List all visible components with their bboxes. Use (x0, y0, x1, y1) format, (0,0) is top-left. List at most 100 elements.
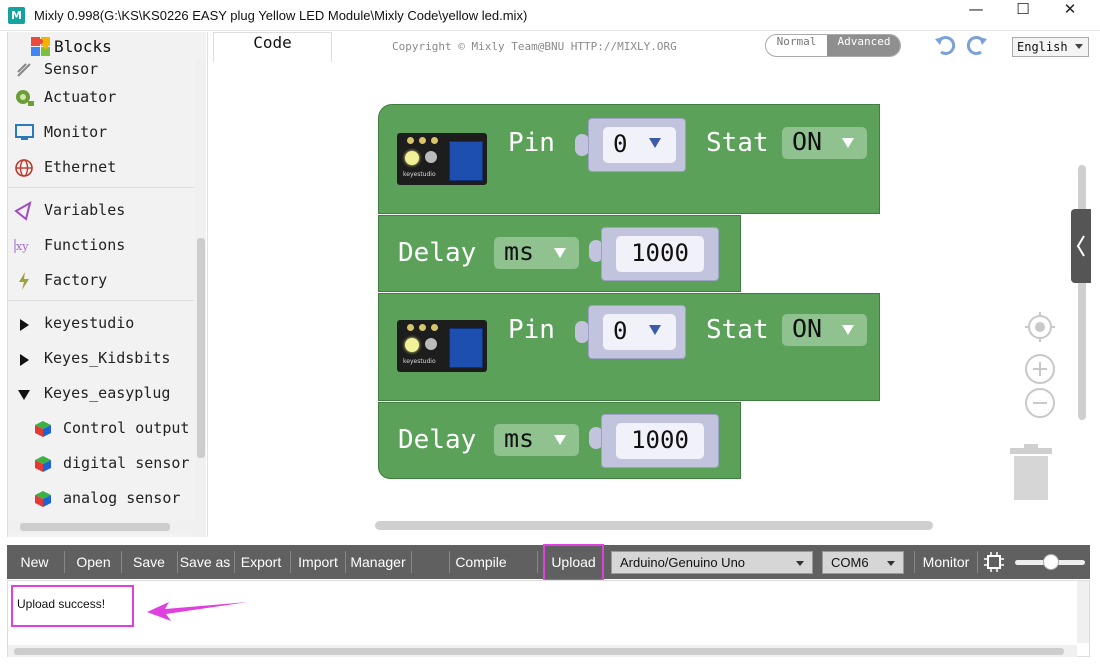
bottom-toolbar: New Open Save Save as Export Import Mana… (7, 545, 1090, 579)
language-value: English (1017, 40, 1068, 54)
sidebar-subitem-digital-sensor[interactable]: digital sensor (8, 446, 194, 480)
cube-icon (35, 421, 51, 437)
sidebar-item-label: analog sensor (63, 489, 181, 507)
close-button[interactable]: ✕ (1063, 0, 1077, 18)
mode-normal-option[interactable]: Normal (776, 35, 817, 48)
sidebar-group-keyes-easyplug[interactable]: Keyes_easyplug (8, 376, 194, 410)
actuator-icon (16, 90, 34, 106)
delay-value-field[interactable]: 1000 (616, 236, 704, 272)
sidebar-item-sensor[interactable]: Sensor (8, 52, 194, 86)
sidebar-group-keyestudio[interactable]: keyestudio (8, 306, 194, 340)
output-vertical-scrollbar[interactable] (1077, 581, 1089, 643)
mode-advanced-option[interactable]: Advanced (827, 35, 900, 56)
sidebar-subitem-control-output[interactable]: Control output (8, 411, 194, 445)
chevron-left-icon (1076, 235, 1085, 257)
pin-dropdown[interactable]: 0 (603, 314, 676, 350)
stat-value: ON (792, 314, 823, 343)
sidebar-item-ethernet[interactable]: Ethernet (8, 150, 194, 184)
mixly-app-icon: M (8, 7, 25, 24)
recenter-icon[interactable] (1023, 310, 1057, 344)
chevron-down-icon (649, 138, 661, 148)
zoom-in-icon[interactable] (1023, 352, 1057, 386)
workspace-vertical-scrollbar[interactable] (1078, 165, 1086, 420)
output-highlight-box (11, 585, 134, 627)
stat-dropdown[interactable]: ON (782, 127, 867, 159)
toolbar-separator (64, 551, 65, 573)
scrollbar-thumb[interactable] (20, 523, 170, 531)
delay-unit-dropdown[interactable]: ms (494, 237, 579, 269)
tab-code[interactable]: Code (213, 32, 332, 62)
delay-unit-value: ms (504, 424, 535, 453)
manager-button[interactable]: Manager (350, 554, 406, 570)
sidebar-item-label: Keyes_easyplug (44, 384, 171, 402)
compile-button[interactable]: Compile (455, 554, 507, 570)
import-button[interactable]: Import (298, 554, 338, 570)
workspace-horizontal-scrollbar[interactable] (375, 521, 933, 530)
delay-value-field[interactable]: 1000 (616, 423, 704, 459)
sidebar-group-keyes-kidsbits[interactable]: Keyes_Kidsbits (8, 341, 194, 375)
board-select[interactable]: Arduino/Genuino Uno (611, 551, 813, 574)
monitor-button[interactable]: Monitor (922, 554, 970, 570)
sidebar-item-factory[interactable]: Factory (8, 263, 194, 297)
new-button[interactable]: New (20, 554, 49, 570)
scrollbar-thumb[interactable] (197, 238, 205, 458)
chevron-down-icon (887, 561, 895, 566)
sidebar-divider (8, 300, 194, 301)
expand-arrow-icon[interactable] (20, 319, 29, 331)
sidebar-horizontal-scrollbar[interactable] (8, 521, 195, 533)
toolbar-separator (121, 551, 122, 573)
expand-arrow-icon[interactable] (20, 354, 29, 366)
font-size-slider-handle[interactable] (1043, 554, 1059, 570)
sidebar-item-functions[interactable]: xy Functions (8, 228, 194, 262)
sidebar-subitem-analog-sensor[interactable]: analog sensor (8, 481, 194, 515)
sidebar-item-monitor[interactable]: Monitor (8, 115, 194, 149)
scrollbar-thumb[interactable] (14, 648, 1064, 655)
language-select[interactable]: English (1012, 37, 1089, 57)
module-dot (419, 324, 426, 331)
delay-unit-dropdown[interactable]: ms (494, 424, 579, 456)
chevron-down-icon (796, 561, 804, 566)
pin-value: 0 (613, 317, 628, 345)
toolbar-separator (449, 551, 450, 573)
sidebar-item-actuator[interactable]: Actuator (8, 80, 194, 114)
minimize-button[interactable]: — (968, 0, 984, 18)
upload-button[interactable]: Upload (551, 554, 596, 570)
stat-dropdown[interactable]: ON (782, 314, 867, 346)
save-button[interactable]: Save (133, 554, 165, 570)
sidebar-item-label: Monitor (44, 123, 108, 141)
module-label: keyestudio (403, 171, 436, 178)
toolbar-separator (537, 551, 538, 573)
redo-icon[interactable] (963, 33, 989, 57)
blocks-header: Blocks (8, 32, 206, 60)
chevron-down-icon (842, 325, 854, 335)
trash-icon[interactable] (1008, 444, 1054, 502)
toolbar-separator (345, 551, 346, 573)
sidebar-item-label: Keyes_Kidsbits (44, 349, 171, 367)
sidebar-item-variables[interactable]: Variables (8, 193, 194, 227)
maximize-button[interactable]: ☐ (1016, 0, 1030, 18)
stat-value: ON (792, 127, 823, 156)
sidebar-vertical-scrollbar[interactable] (195, 60, 206, 537)
variables-icon (14, 201, 32, 221)
svg-text:xy: xy (16, 240, 29, 253)
toolbar-separator (234, 551, 235, 573)
open-button[interactable]: Open (76, 554, 111, 570)
module-dot (407, 324, 414, 331)
port-select[interactable]: COM6 (822, 551, 904, 574)
chip-icon[interactable] (983, 551, 1005, 573)
led-module-image: keyestudio (397, 320, 487, 372)
toolbar-separator (177, 551, 178, 573)
collapse-arrow-icon[interactable] (18, 390, 30, 400)
module-connector (449, 141, 483, 181)
save-as-button[interactable]: Save as (179, 554, 231, 570)
window-title: Mixly 0.998(G:\KS\KS0226 EASY plug Yello… (34, 8, 528, 23)
sidebar-item-label: Actuator (44, 88, 117, 106)
undo-icon[interactable] (933, 33, 959, 57)
pin-dropdown[interactable]: 0 (603, 127, 676, 163)
module-component (425, 151, 437, 163)
export-button[interactable]: Export (240, 554, 282, 570)
zoom-out-icon[interactable] (1023, 386, 1057, 420)
mode-switch[interactable]: Normal Advanced (765, 34, 901, 57)
collapse-panel-button[interactable] (1071, 209, 1091, 283)
sidebar-item-label: Sensor (44, 60, 99, 78)
